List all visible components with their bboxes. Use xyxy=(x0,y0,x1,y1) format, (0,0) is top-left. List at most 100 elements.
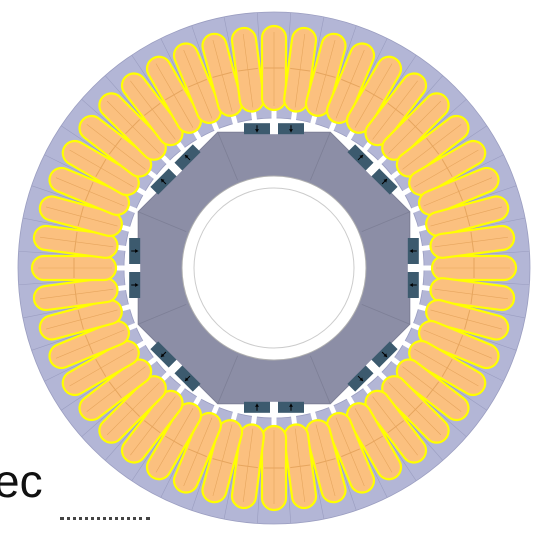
winding-centerline xyxy=(414,149,479,188)
slot-opening xyxy=(408,321,421,331)
winding-centerline xyxy=(69,149,134,188)
winding-centerline xyxy=(402,124,462,170)
stator-slot xyxy=(201,409,244,504)
slot-opening xyxy=(161,370,172,381)
magnetization-arrowhead xyxy=(160,353,165,357)
winding-centerline xyxy=(183,49,213,119)
stator-slot xyxy=(61,339,148,397)
slot-opening xyxy=(147,355,159,366)
stator-lamination-line xyxy=(286,467,292,524)
slot-opening xyxy=(408,205,421,215)
winding-centerline xyxy=(155,408,194,473)
shaft xyxy=(181,175,367,361)
slot-opening xyxy=(345,394,355,406)
winding-centerline xyxy=(130,80,176,140)
magnetization-arrowhead xyxy=(160,179,165,183)
stator-slot xyxy=(48,319,140,370)
slot-opening xyxy=(117,265,127,271)
stator-slot xyxy=(120,72,187,153)
magnetization-arrowhead xyxy=(255,403,259,407)
stator-lamination-line xyxy=(453,154,504,180)
rotor-pole xyxy=(244,123,304,135)
rotor-pole xyxy=(347,144,398,195)
winding-centerline xyxy=(402,366,462,412)
clipped-dotted-line xyxy=(60,517,150,520)
winding-centerline xyxy=(315,39,336,112)
rotor-pole-divider xyxy=(309,355,331,404)
stator-lamination-line xyxy=(256,12,262,69)
slot-opening xyxy=(327,121,337,134)
stator-lamination-line xyxy=(22,217,78,230)
winding-centerline xyxy=(294,33,306,108)
slot-opening xyxy=(389,170,401,181)
stator-lamination-line xyxy=(362,38,388,89)
stator-slot xyxy=(361,383,428,464)
winding-centerline xyxy=(335,417,365,487)
rotor-magnets xyxy=(129,123,419,413)
stator-lamination-line xyxy=(453,356,504,382)
winding-centerline xyxy=(39,288,114,300)
stator-lamination-line xyxy=(160,38,186,89)
winding-centerline xyxy=(372,80,418,140)
stator-lamination-line xyxy=(44,154,95,180)
winding-centerline xyxy=(69,348,134,387)
winding-centerline xyxy=(423,177,493,207)
winding-centerline xyxy=(86,124,146,170)
slot-opening xyxy=(127,321,140,331)
stator-lamination-line xyxy=(18,250,75,256)
slot-opening xyxy=(176,141,187,153)
slot-opening xyxy=(271,415,277,425)
stator-slot xyxy=(98,92,172,166)
winding-centerline xyxy=(294,428,306,503)
stator-lamination-line xyxy=(440,378,488,411)
stator-lamination-line xyxy=(312,464,325,520)
slot-opening xyxy=(290,413,297,424)
stator-slot xyxy=(345,394,403,481)
stator-lamination-line xyxy=(223,464,236,520)
slot-opening xyxy=(121,303,133,312)
winding-centerline xyxy=(45,206,118,227)
winding-centerline xyxy=(430,206,503,227)
magnet-gap xyxy=(365,359,380,374)
magnetization-arrowhead xyxy=(383,179,388,183)
winding-centerline xyxy=(86,366,146,412)
stator-slot xyxy=(325,42,376,134)
winding-centerline xyxy=(242,33,254,108)
stator-slot xyxy=(400,139,487,197)
stator-slot xyxy=(172,42,223,134)
stator-lamination-line xyxy=(463,332,517,351)
winding-centerline xyxy=(354,63,393,128)
magnetization-arrowhead xyxy=(135,283,139,287)
stator-slot xyxy=(38,298,133,341)
stator-lamination-line xyxy=(286,12,292,69)
winding-centerline xyxy=(388,382,442,436)
stator-lamination-line xyxy=(405,418,444,461)
slot-opening xyxy=(415,224,427,233)
slot-opening xyxy=(345,130,355,142)
stator-slot xyxy=(172,402,223,494)
magnet-gap xyxy=(270,401,278,413)
slot-opening xyxy=(211,402,221,415)
magnetization-arrowhead xyxy=(383,353,388,357)
winding-centerline xyxy=(434,288,509,300)
stator-slot xyxy=(201,32,244,127)
magnetization-arrowhead xyxy=(359,154,363,159)
stator-lamination-line xyxy=(44,356,95,382)
winding-centerline xyxy=(315,424,336,497)
slot-opening xyxy=(376,370,387,381)
slot-opening xyxy=(376,155,387,166)
magnet-gap xyxy=(365,162,380,177)
stator-lamination-line xyxy=(81,98,124,137)
magnetization-arrowhead xyxy=(255,129,259,133)
magnet-gap xyxy=(270,123,278,135)
slot-opening xyxy=(361,141,372,153)
slot-opening xyxy=(193,130,203,142)
rotor-pole-divider xyxy=(217,355,239,404)
winding-centerline xyxy=(414,348,479,387)
stator-slot xyxy=(283,413,318,510)
stator-slot xyxy=(361,72,428,153)
rotor-pole-divider xyxy=(361,211,410,233)
stator-slot xyxy=(145,394,203,481)
slot-opening xyxy=(161,155,172,166)
slot-opening xyxy=(193,394,203,406)
